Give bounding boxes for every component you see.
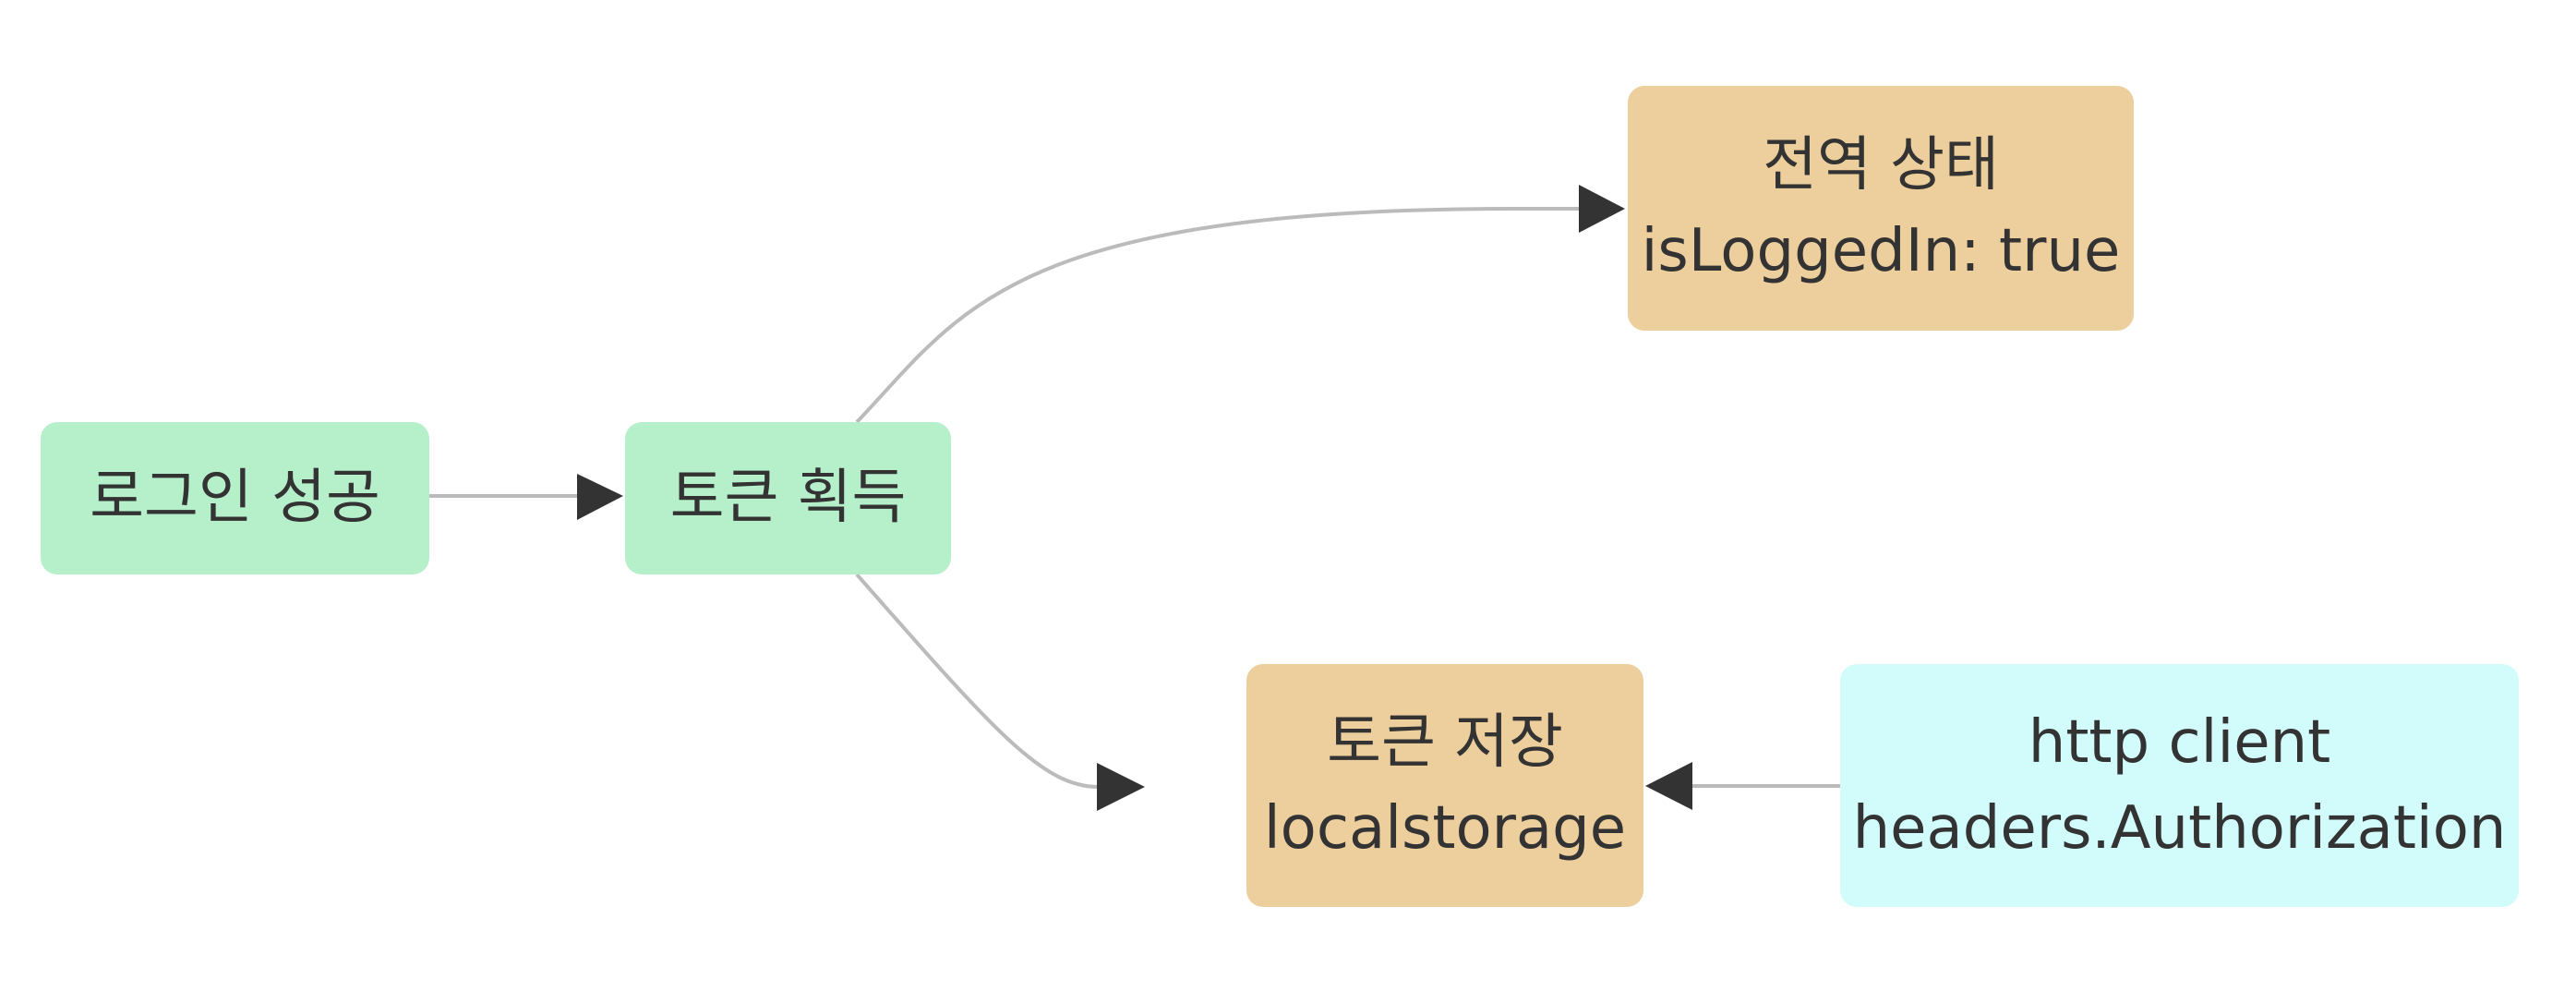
arrowhead-token	[577, 474, 623, 520]
arrowhead-store-right	[1645, 762, 1692, 810]
node-login-success: 로그인 성공	[41, 422, 429, 574]
arrowhead-store-left	[1097, 763, 1145, 811]
node-login-success-label: 로그인 성공	[90, 464, 380, 533]
node-token-storage: 토큰 저장 localstorage	[1246, 664, 1643, 907]
arrowhead-global	[1579, 185, 1625, 233]
node-http-client: http client headers.Authorization	[1840, 664, 2519, 907]
node-token-storage-value: localstorage	[1263, 793, 1627, 863]
node-global-state-title: 전역 상태	[1763, 130, 1999, 199]
node-token-storage-title: 토큰 저장	[1327, 707, 1563, 777]
node-http-client-title: http client	[2028, 707, 2331, 777]
node-global-state-value: isLoggedIn: true	[1641, 216, 2121, 285]
node-http-client-value: headers.Authorization	[1852, 793, 2507, 863]
node-global-state: 전역 상태 isLoggedIn: true	[1628, 86, 2134, 331]
node-token-acquired: 토큰 획득	[625, 422, 951, 574]
edge-token-to-store	[855, 573, 1100, 789]
node-token-acquired-label: 토큰 획득	[669, 464, 907, 533]
edge-token-to-global	[855, 207, 1579, 424]
